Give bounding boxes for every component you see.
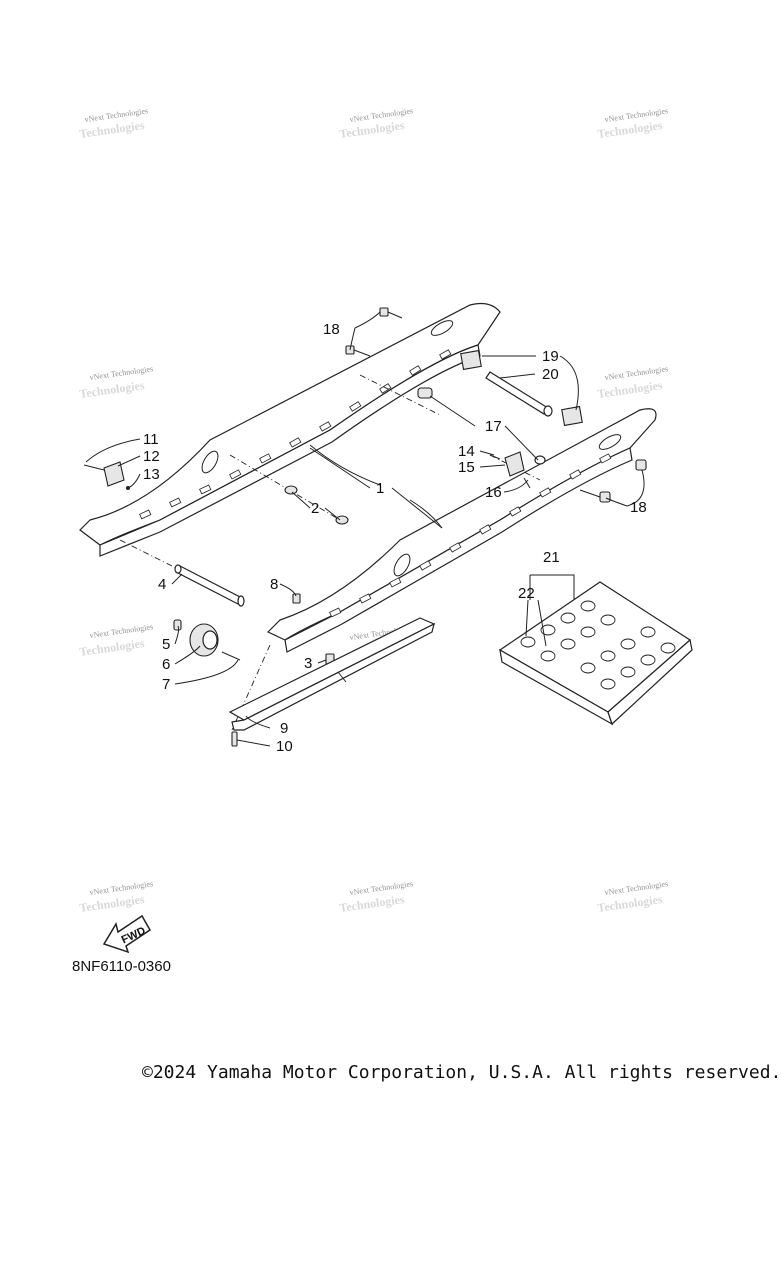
callout-18-right: 18 xyxy=(630,499,647,516)
callout-13: 13 xyxy=(143,466,160,483)
callout-14: 14 xyxy=(458,443,475,460)
stopper-block xyxy=(489,451,531,489)
slide-rail-right xyxy=(266,408,657,653)
callout-16: 16 xyxy=(485,484,502,501)
bolt-part xyxy=(292,593,301,604)
shaft-part xyxy=(174,564,245,607)
shaft-part-upper xyxy=(460,349,583,427)
callout-7: 7 xyxy=(162,676,170,693)
callout-18: 18 xyxy=(323,321,340,338)
callout-15: 15 xyxy=(458,459,475,476)
leader-lines xyxy=(85,311,645,747)
collar-part xyxy=(417,387,546,465)
callout-9: 9 xyxy=(280,720,288,737)
callout-21: 21 xyxy=(543,549,560,566)
bolt-part xyxy=(579,459,647,503)
idler-wheel xyxy=(173,619,241,661)
callout-labels: 18 19 20 17 14 15 16 1 2 18 11 12 13 4 8… xyxy=(143,321,647,755)
watermark-faint: Technologies xyxy=(78,636,145,659)
track-belt xyxy=(498,581,693,726)
bolt-part xyxy=(345,307,403,357)
diagram-code: 8NF6110-0360 xyxy=(72,958,171,975)
slide-runner xyxy=(228,617,436,747)
callout-4: 4 xyxy=(158,576,166,593)
callout-10: 10 xyxy=(276,738,293,755)
washer-part xyxy=(335,515,349,525)
callout-17: 17 xyxy=(485,418,502,435)
copyright-notice: ©2024 Yamaha Motor Corporation, U.S.A. A… xyxy=(142,1062,781,1083)
callout-12: 12 xyxy=(143,448,160,465)
watermark-faint: Technologies xyxy=(338,118,405,141)
callout-6: 6 xyxy=(162,656,170,673)
callout-11: 11 xyxy=(143,431,159,448)
watermark: vNext Technologies xyxy=(89,622,154,640)
watermark-faint: Technologies xyxy=(78,378,145,401)
callout-22: 22 xyxy=(518,585,535,602)
slide-rail-left xyxy=(79,302,501,557)
front-stopper xyxy=(83,461,130,490)
callout-19: 19 xyxy=(542,348,559,365)
callout-1: 1 xyxy=(376,480,384,497)
washer-part xyxy=(284,485,298,495)
callout-5: 5 xyxy=(162,636,170,653)
watermark-faint: Technologies xyxy=(78,892,145,915)
watermark: vNext Technologies xyxy=(89,364,154,382)
watermark-faint: Technologies xyxy=(338,892,405,915)
fwd-arrow-icon: FWD xyxy=(102,914,151,954)
callout-8: 8 xyxy=(270,576,278,593)
callout-3: 3 xyxy=(304,655,312,672)
callout-20: 20 xyxy=(542,366,559,383)
callout-2: 2 xyxy=(311,500,319,517)
